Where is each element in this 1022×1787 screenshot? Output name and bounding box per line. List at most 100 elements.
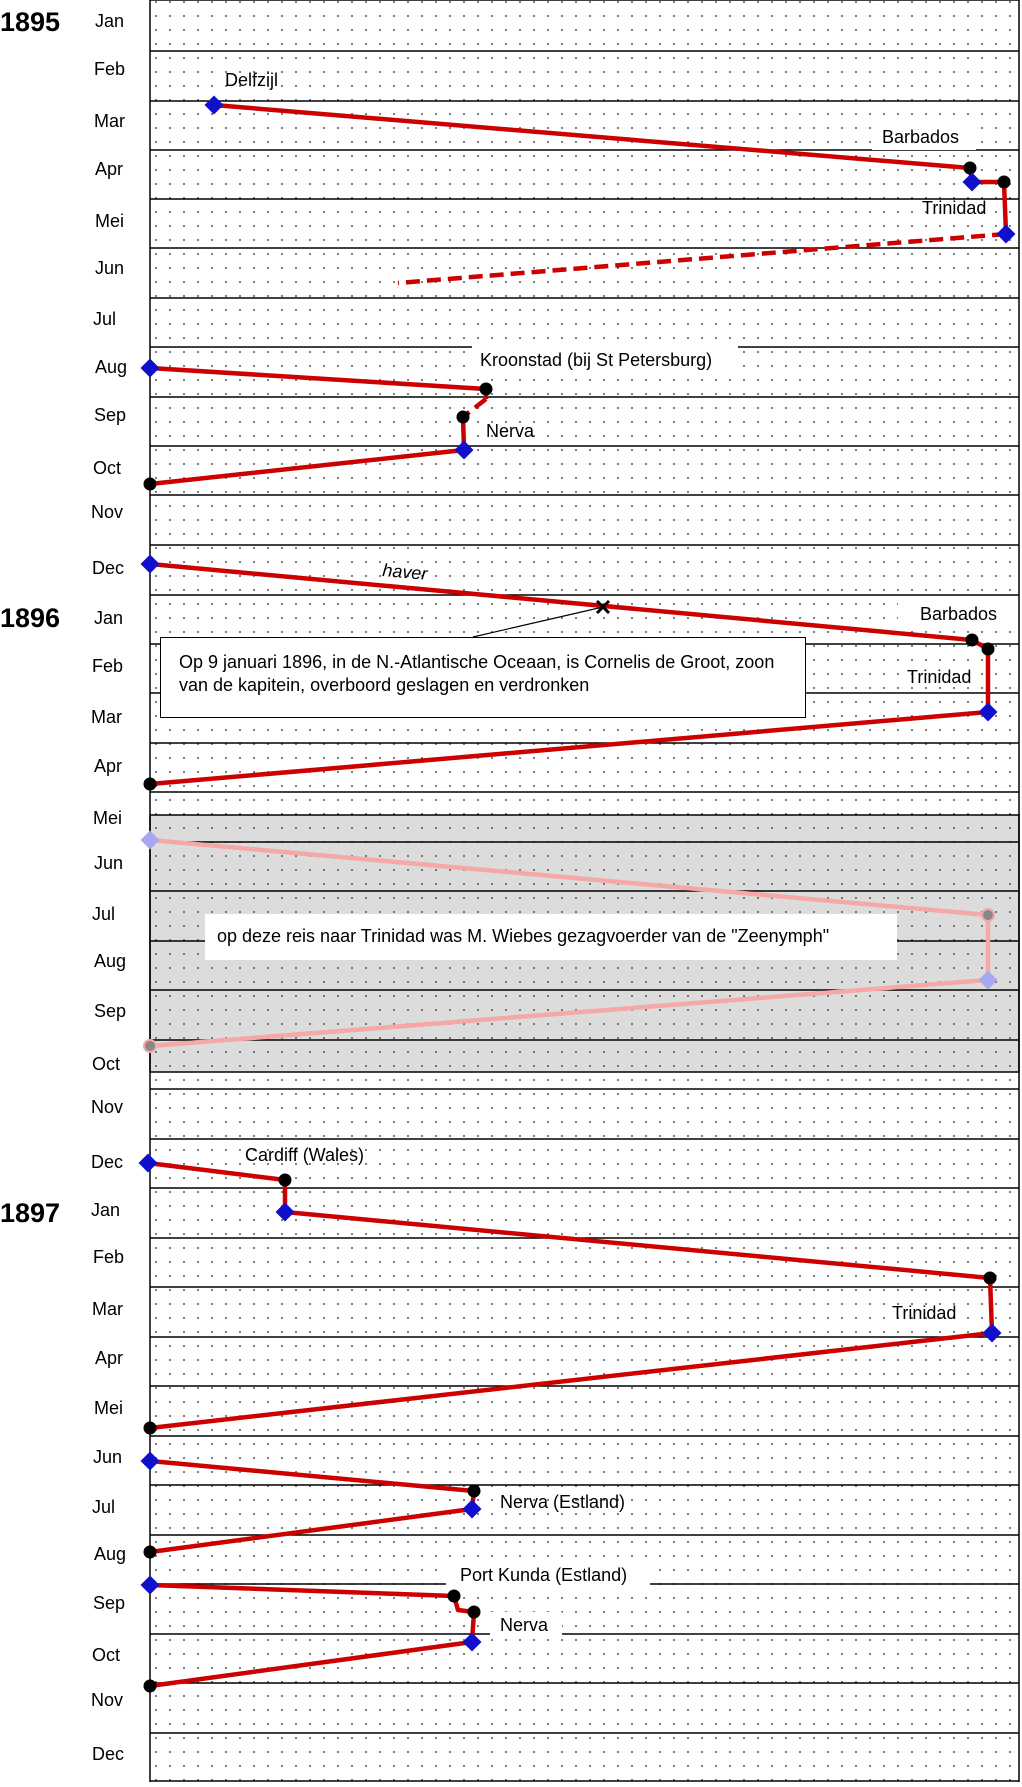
route-to-nerva-estland xyxy=(147,1458,477,1494)
month-label: Jun xyxy=(95,258,124,278)
route-nerva-return xyxy=(147,447,467,487)
month-label: Feb xyxy=(94,59,125,79)
departure-dot-icon xyxy=(997,175,1011,189)
year-label-1896: 1896 xyxy=(0,603,60,633)
month-label: Jul xyxy=(92,904,115,924)
arrival-diamond-icon xyxy=(140,1575,160,1595)
month-label: Feb xyxy=(92,656,123,676)
month-label: Apr xyxy=(94,756,122,776)
arrival-diamond-icon xyxy=(996,224,1016,244)
route-to-port-kunda xyxy=(147,1582,457,1599)
month-label: Feb xyxy=(93,1247,124,1267)
year-label-1895: 1895 xyxy=(0,7,60,37)
place-label-nerva-1895: Nerva xyxy=(486,421,535,441)
month-label: Oct xyxy=(92,1054,120,1074)
departure-dot-icon xyxy=(467,1484,481,1498)
drowning-note: Op 9 januari 1896, in de N.-Atlantische … xyxy=(160,637,806,718)
place-label-nerva-estland: Nerva (Estland) xyxy=(500,1492,625,1512)
route-trinidad-return-1897 xyxy=(147,1330,995,1431)
departure-dot-icon xyxy=(447,1589,461,1603)
route-zeenymph-return xyxy=(147,977,991,1049)
place-label-nerva-1897: Nerva xyxy=(500,1615,549,1635)
departure-dot-icon xyxy=(278,1173,292,1187)
month-label: Aug xyxy=(94,1544,126,1564)
month-label: Jul xyxy=(93,309,116,329)
month-label: Sep xyxy=(94,1001,126,1021)
departure-dot-icon xyxy=(143,1039,157,1053)
arrival-diamond-icon xyxy=(140,358,160,378)
arrival-diamond-icon xyxy=(140,830,160,850)
month-label: Mei xyxy=(94,1398,123,1418)
month-label: Aug xyxy=(94,951,126,971)
month-label: Nov xyxy=(91,502,123,522)
arrival-diamond-icon xyxy=(140,1451,160,1471)
month-label: Mar xyxy=(92,1299,123,1319)
arrival-diamond-icon xyxy=(978,970,998,990)
month-label: Jan xyxy=(94,608,123,628)
place-label-kroonstad: Kroonstad (bij St Petersburg) xyxy=(480,350,712,370)
month-label: Oct xyxy=(92,1645,120,1665)
arrival-diamond-icon xyxy=(962,172,982,192)
place-label-haver: haver xyxy=(382,560,430,584)
place-label-trinidad-1897: Trinidad xyxy=(892,1303,956,1323)
arrival-diamond-icon xyxy=(462,1499,482,1519)
label-bg-barbados-1896 xyxy=(898,597,1012,623)
month-label: Jan xyxy=(91,1200,120,1220)
label-bg-port-kunda xyxy=(446,1562,650,1588)
route-to-kroonstad xyxy=(147,365,489,392)
place-label-port-kunda: Port Kunda (Estland) xyxy=(460,1565,627,1585)
departure-dot-icon xyxy=(143,1545,157,1559)
label-bg-nerva-1897 xyxy=(490,1612,562,1638)
route-zeenymph-out xyxy=(147,837,991,918)
departure-dot-icon xyxy=(479,382,493,396)
place-label-barbados-1896: Barbados xyxy=(920,604,997,624)
route-to-cardiff xyxy=(145,1160,288,1183)
departure-dot-icon xyxy=(143,1421,157,1435)
place-label-trinidad-1895: Trinidad xyxy=(922,198,986,218)
month-label: Sep xyxy=(93,1593,125,1613)
month-label: Mei xyxy=(93,808,122,828)
month-labels: JanFebMarAprMeiJunJulAugSepOctNovDecJanF… xyxy=(91,11,127,1764)
month-label: Dec xyxy=(92,558,124,578)
month-label: Nov xyxy=(91,1690,123,1710)
departure-dot-icon xyxy=(456,410,470,424)
month-label: Dec xyxy=(91,1152,123,1172)
month-label: Jul xyxy=(92,1497,115,1517)
month-label: Jun xyxy=(93,1447,122,1467)
arrival-diamond-icon xyxy=(462,1632,482,1652)
month-label: Mar xyxy=(94,111,125,131)
route-trinidad-return-1896 xyxy=(147,709,991,787)
route-delfzijl-barbados xyxy=(211,102,973,171)
departure-dot-icon xyxy=(981,642,995,656)
place-label-barbados-1895: Barbados xyxy=(882,127,959,147)
month-label: Oct xyxy=(93,458,121,478)
place-label-cardiff: Cardiff (Wales) xyxy=(245,1145,364,1165)
departure-dot-icon xyxy=(143,477,157,491)
departure-dot-icon xyxy=(143,777,157,791)
zeenymph-note: op deze reis naar Trinidad was M. Wiebes… xyxy=(205,914,897,960)
month-label: Sep xyxy=(94,405,126,425)
route-nerva-return-1897 xyxy=(147,1639,475,1689)
arrival-diamond-icon xyxy=(275,1202,295,1222)
month-label: Mei xyxy=(95,211,124,231)
month-label: Nov xyxy=(91,1097,123,1117)
arrival-diamond-icon xyxy=(982,1323,1002,1343)
month-label: Apr xyxy=(95,1348,123,1368)
month-label: Aug xyxy=(95,357,127,377)
route-cardiff-trinidad xyxy=(282,1209,993,1281)
arrival-diamond-icon xyxy=(204,95,224,115)
arrival-diamond-icon xyxy=(138,1153,158,1173)
place-label-delfzijl: Delfzijl xyxy=(225,70,278,90)
route-nerva-estland-return xyxy=(147,1506,475,1555)
route-trinidad-unknown xyxy=(397,231,1007,286)
departure-dot-icon xyxy=(983,1271,997,1285)
drowning-pointer-line xyxy=(472,606,604,638)
port-markers xyxy=(138,95,1016,1693)
label-bg-barbados-1895 xyxy=(872,124,976,150)
departure-dot-icon xyxy=(467,1605,481,1619)
drowning-cross-icon xyxy=(595,599,611,615)
place-label-trinidad-1896: Trinidad xyxy=(907,667,971,687)
arrival-diamond-icon xyxy=(140,554,160,574)
